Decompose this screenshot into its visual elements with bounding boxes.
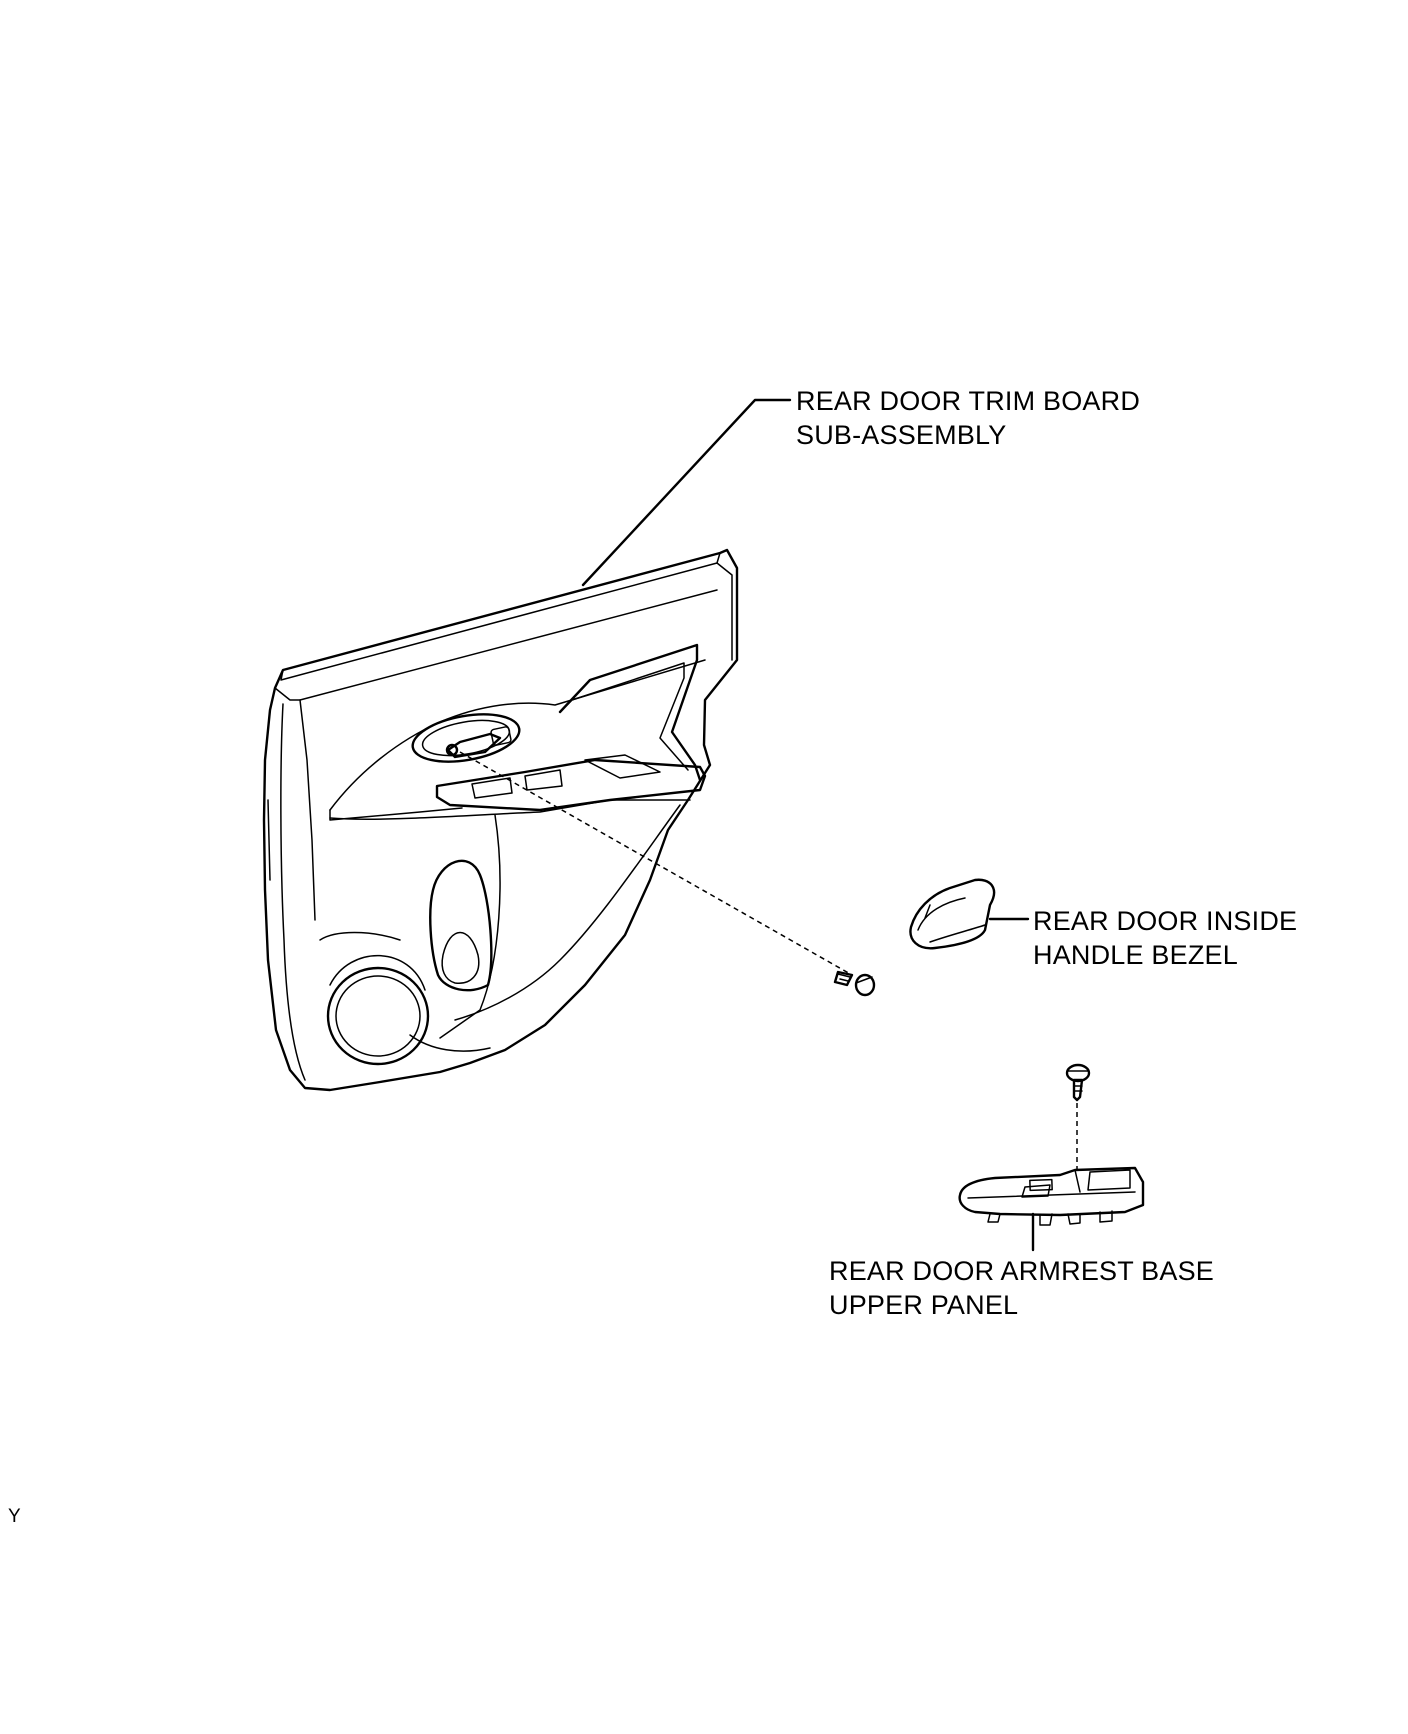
label-rear-door-inside-handle-bezel: REAR DOOR INSIDE HANDLE BEZEL: [1033, 904, 1297, 972]
leader-line-trim-board: [581, 398, 792, 587]
label-line: HANDLE BEZEL: [1033, 940, 1238, 970]
inside-handle-bezel: [909, 878, 996, 950]
label-rear-door-armrest-base-upper-panel: REAR DOOR ARMREST BASE UPPER PANEL: [829, 1254, 1214, 1322]
screw-armrest: [1065, 1063, 1091, 1170]
label-rear-door-trim-board: REAR DOOR TRIM BOARD SUB-ASSEMBLY: [796, 384, 1140, 452]
label-line: SUB-ASSEMBLY: [796, 420, 1007, 450]
label-line: REAR DOOR TRIM BOARD: [796, 386, 1141, 416]
armrest-base-upper-panel: [958, 1166, 1145, 1226]
corner-mark: Y: [8, 1506, 21, 1527]
screw-main: [459, 751, 876, 997]
label-line: REAR DOOR ARMREST BASE: [829, 1256, 1214, 1286]
trim-board: [262, 548, 739, 1092]
label-line: UPPER PANEL: [829, 1290, 1019, 1320]
label-line: REAR DOOR INSIDE: [1033, 906, 1298, 936]
